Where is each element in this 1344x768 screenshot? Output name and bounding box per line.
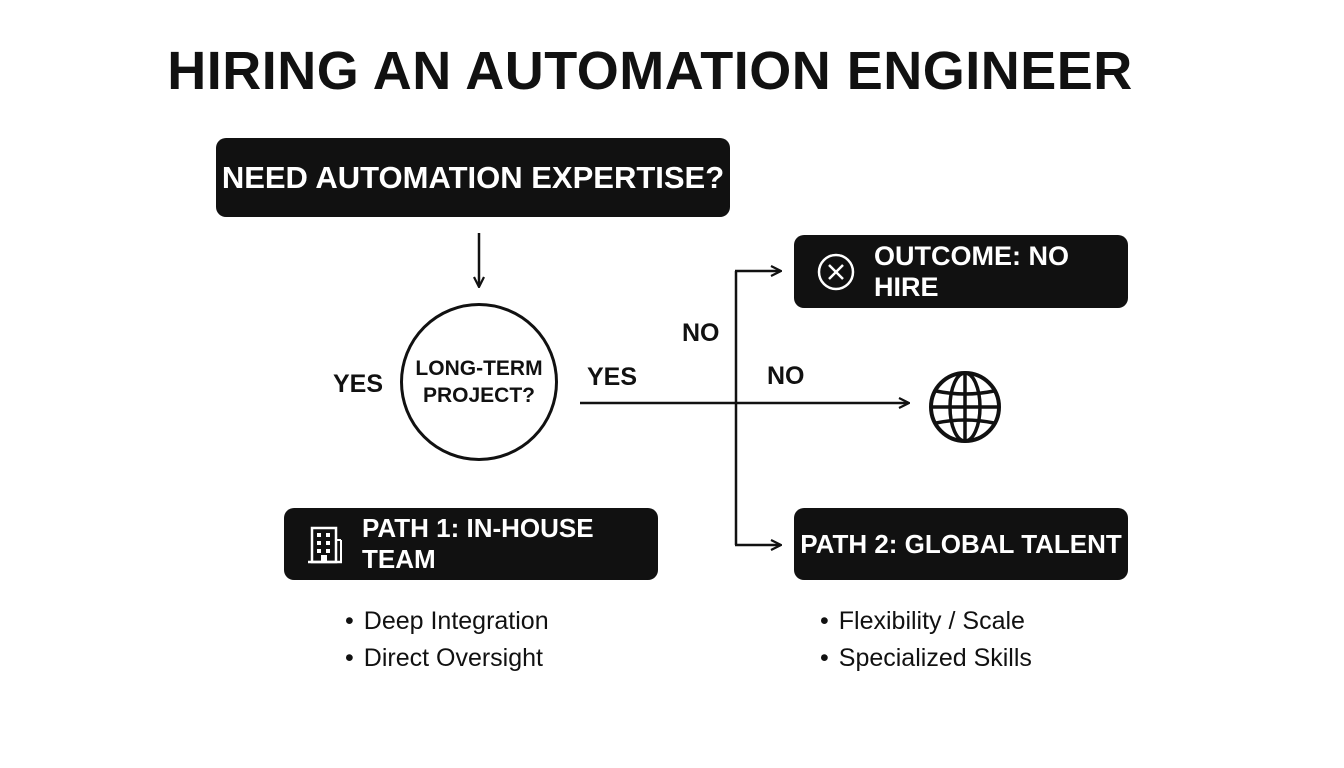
path1-bullet: Deep Integration: [345, 603, 549, 640]
path2-bullet: Specialized Skills: [820, 640, 1032, 677]
yes-left-label: YES: [333, 370, 384, 398]
decision-label-line1: LONG-TERM: [415, 357, 543, 380]
outcome-no-hire-box: OUTCOME: NO HIRE: [794, 235, 1128, 308]
no-upper-label: NO: [682, 319, 720, 347]
start-question-box: NEED AUTOMATION EXPERTISE?: [216, 138, 730, 217]
no-middle-label: NO: [767, 362, 805, 390]
path1-label: PATH 1: IN-HOUSE TEAM: [362, 513, 594, 574]
decision-circle: LONG-TERM PROJECT?: [400, 303, 558, 461]
path2-bullet-list: Flexibility / Scale Specialized Skills: [820, 603, 1032, 677]
diagram-title: HIRING AN AUTOMATION ENGINEER: [167, 41, 1133, 101]
path2-box: PATH 2: GLOBAL TALENT: [794, 508, 1128, 580]
office-building-icon: [306, 524, 344, 564]
x-circle-icon: [816, 252, 856, 292]
outcome-no-hire-label: OUTCOME: NO HIRE: [874, 240, 1069, 302]
path1-bullet: Direct Oversight: [345, 640, 549, 677]
start-question-label: NEED AUTOMATION EXPERTISE?: [221, 159, 725, 195]
yes-right-label: YES: [587, 363, 638, 391]
path2-bullet: Flexibility / Scale: [820, 603, 1032, 640]
path1-bullet-list: Deep Integration Direct Oversight: [345, 603, 549, 677]
path2-label: PATH 2: GLOBAL TALENT: [800, 528, 1122, 559]
path1-box: PATH 1: IN-HOUSE TEAM: [284, 508, 658, 580]
decision-label-line2: PROJECT?: [422, 384, 535, 407]
globe-icon: [927, 369, 1003, 450]
